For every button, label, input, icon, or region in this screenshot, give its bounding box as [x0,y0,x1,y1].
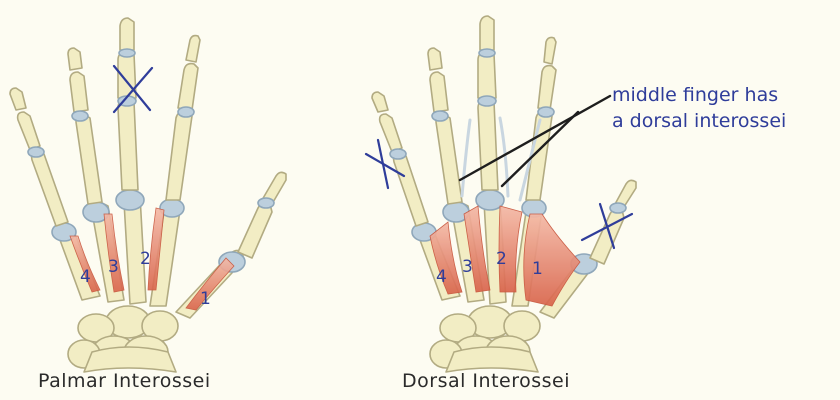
annotation-line-2: a dorsal interossei [612,110,786,132]
palmar-ring-finger [68,48,102,204]
dorsal-label-4: 4 [436,267,447,287]
dorsal-ring-finger [428,48,462,204]
dorsal-index-finger [526,38,556,201]
dorsal-label-3: 3 [462,257,473,277]
palmar-finger-joints [28,49,274,208]
dorsal-label-2: 2 [496,249,507,269]
palmar-index-finger [166,36,200,201]
annotation-line-1: middle finger has [612,84,778,106]
palmar-label-2: 2 [140,249,151,269]
dorsal-caption: Dorsal Interossei [402,370,570,392]
palmar-caption: Palmar Interossei [38,370,211,392]
palmar-label-4: 4 [80,267,91,287]
dorsal-label-1: 1 [532,259,543,279]
palmar-thumb [238,172,286,258]
palmar-label-3: 3 [108,257,119,277]
palmar-label-1: 1 [200,289,211,309]
dorsal-thumb [590,180,636,264]
dorsal-hand [372,16,636,372]
